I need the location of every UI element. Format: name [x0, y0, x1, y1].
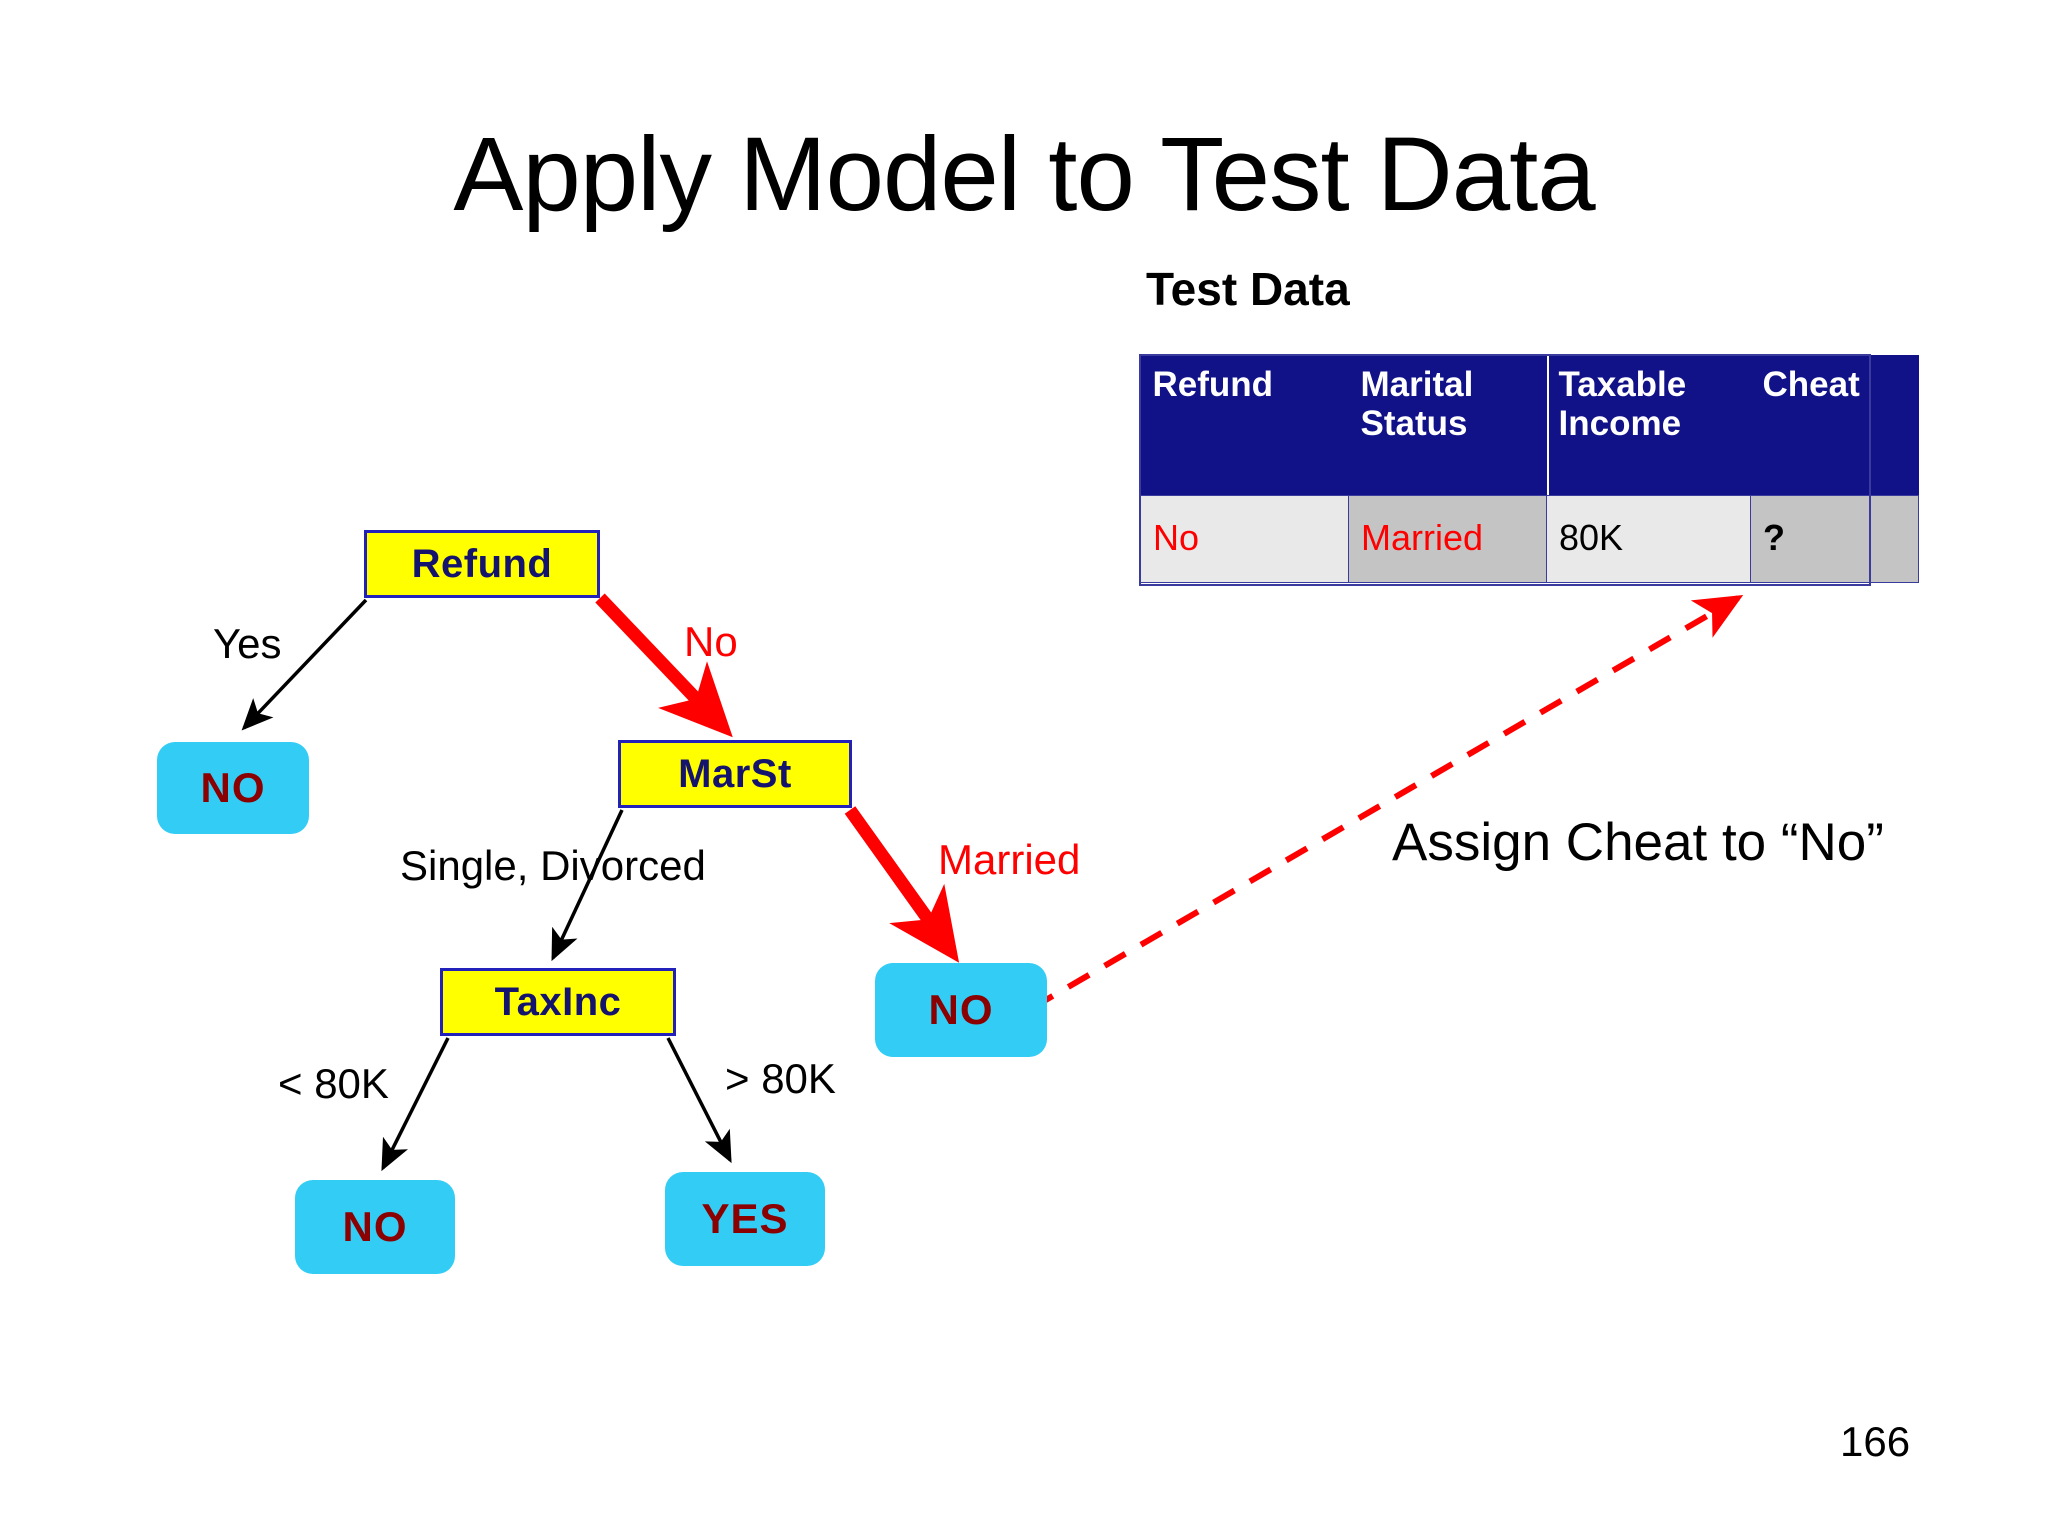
column-header-marital-status: Marital Status	[1348, 355, 1547, 496]
page-title: Apply Model to Test Data	[453, 116, 1595, 233]
edge-taxinc-lt80k	[381, 1037, 450, 1172]
tree-node-taxinc[interactable]: TaxInc	[440, 968, 676, 1036]
edge-label-married: Married	[938, 836, 1081, 883]
cell-cheat: ?	[1750, 495, 1919, 583]
edge-assign-cheat-arrow	[1030, 594, 1744, 1011]
edge-label-lt-80k: < 80K	[278, 1060, 389, 1107]
cell-marital-status: Married	[1348, 495, 1547, 583]
edge-label-gt-80k: > 80K	[725, 1055, 836, 1102]
edge-marst-married	[844, 806, 960, 963]
tree-node-refund[interactable]: Refund	[364, 530, 600, 598]
tree-leaf-gt80k-yes[interactable]: YES	[665, 1172, 825, 1266]
tree-leaf-lt80k-no[interactable]: NO	[295, 1180, 455, 1274]
tree-leaf-refund-yes-no[interactable]: NO	[157, 742, 309, 834]
tree-node-marst[interactable]: MarSt	[618, 740, 852, 808]
test-data-table: Refund Marital Status Taxable Income Che…	[1140, 355, 1919, 583]
edge-taxinc-gt80k	[666, 1037, 732, 1164]
table-row: No Married 80K ?	[1140, 495, 1919, 583]
cell-refund: No	[1140, 495, 1349, 583]
tree-leaf-married-no[interactable]: NO	[875, 963, 1047, 1057]
table-header-row: Refund Marital Status Taxable Income Che…	[1140, 355, 1919, 496]
column-header-cheat: Cheat	[1750, 355, 1919, 496]
cell-taxable-income: 80K	[1546, 495, 1751, 583]
page-number: 166	[1840, 1418, 1911, 1465]
column-header-taxable-income: Taxable Income	[1546, 355, 1751, 496]
column-header-refund: Refund	[1140, 355, 1349, 496]
edge-label-no: No	[684, 618, 738, 665]
test-data-caption: Test Data	[1146, 263, 1350, 315]
edge-label-single-divorced: Single, Divorced	[400, 842, 706, 889]
assign-cheat-annotation: Assign Cheat to “No”	[1392, 813, 1884, 872]
edge-label-yes: Yes	[213, 620, 282, 667]
